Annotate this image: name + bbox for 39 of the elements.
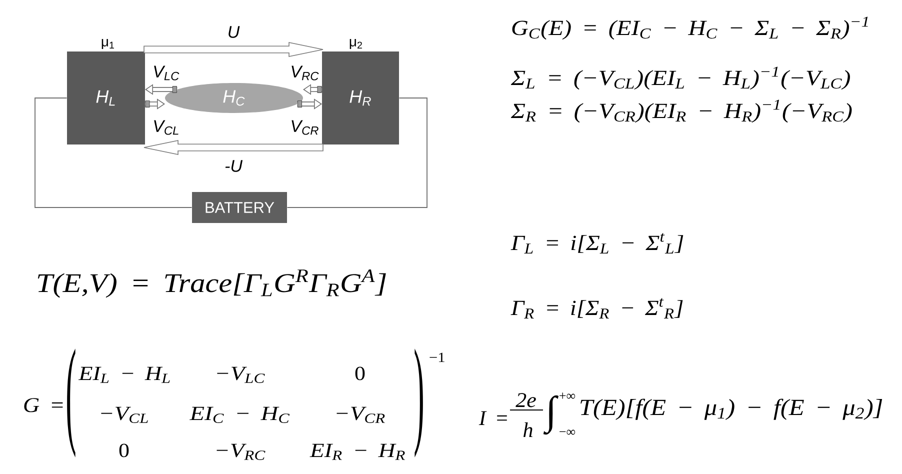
- matrix-entry: 0: [355, 366, 365, 380]
- matrix-entry: 0: [119, 444, 129, 458]
- equation: Γ$_{L}$ = i[Σ$_{L}$ − Σ$^{t}$$_{L}$]: [510, 233, 684, 254]
- equation: T(E,V) = Trace[Γ$_{L}$G$^{R}$Γ$_{R}$G$^{A}$]: [38, 269, 386, 298]
- matrix-entry: −V$_{CR}$: [336, 406, 385, 423]
- symbol-label: μ$_{2}$: [350, 38, 362, 50]
- matrix-entry: EI$_{C}$ − H$_{C}$: [190, 406, 290, 423]
- exponent: −1: [430, 352, 444, 362]
- edge-label: U: [228, 26, 240, 38]
- integral-limit: −∞: [560, 430, 576, 435]
- equation: Γ$_{R}$ = i[Σ$_{R}$ − Σ$^{t}$$_{R}$]: [510, 298, 683, 318]
- matrix-entry: EI$_{R}$ − H$_{R}$: [310, 444, 405, 460]
- parenthesis: (: [67, 348, 76, 458]
- matrix-entry: −V$_{CL}$: [101, 406, 148, 423]
- matrix-entry: EI$_{L}$ − H$_{L}$: [78, 366, 170, 383]
- edge-label: V$_{LC}$: [154, 66, 180, 80]
- parenthesis: ): [414, 348, 423, 458]
- edge-label: -U: [225, 160, 243, 172]
- edge-label: V$_{RC}$: [292, 66, 319, 80]
- denominator: h: [524, 422, 532, 437]
- matrix-entry: −V$_{RC}$: [216, 444, 266, 460]
- equation: I =: [478, 411, 507, 425]
- symbol-label: μ$_{1}$: [102, 38, 114, 50]
- lead-box: H$_{R}$: [322, 52, 399, 144]
- wire: [286, 98, 428, 208]
- numerator: 2e: [516, 393, 536, 408]
- battery-box: BATTERY: [192, 192, 287, 223]
- lead-box: H$_{L}$: [67, 52, 145, 144]
- equation: Σ$_{L}$ = (−V$_{CL}$)(EI$_{L}$ − H$_{L}$)$^{−1}$(−V$_{LC}$): [510, 66, 850, 90]
- edge-label: V$_{CR}$: [292, 120, 318, 135]
- integral-limit: +∞: [560, 392, 576, 399]
- equation: Σ$_{R}$ = (−V$_{CR}$)(EI$_{R}$ − H$_{R}$)$^{−1}$(−V$_{RC}$): [510, 100, 852, 123]
- equation: G =: [24, 398, 63, 412]
- equation: G$_{C}$(E) = (EI$_{C}$ − H$_{C}$ − Σ$_{L}$ − Σ$_{R}$)$^{−1}$: [512, 16, 868, 40]
- edge-label: V$_{CL}$: [154, 120, 178, 135]
- matrix-entry: −V$_{LC}$: [217, 366, 265, 383]
- integral-sign: ∫: [543, 395, 559, 435]
- wire: [34, 98, 192, 208]
- equation: T(E)[f(E − μ$_{1}$) − f(E − μ$_{2}$)]: [580, 398, 882, 420]
